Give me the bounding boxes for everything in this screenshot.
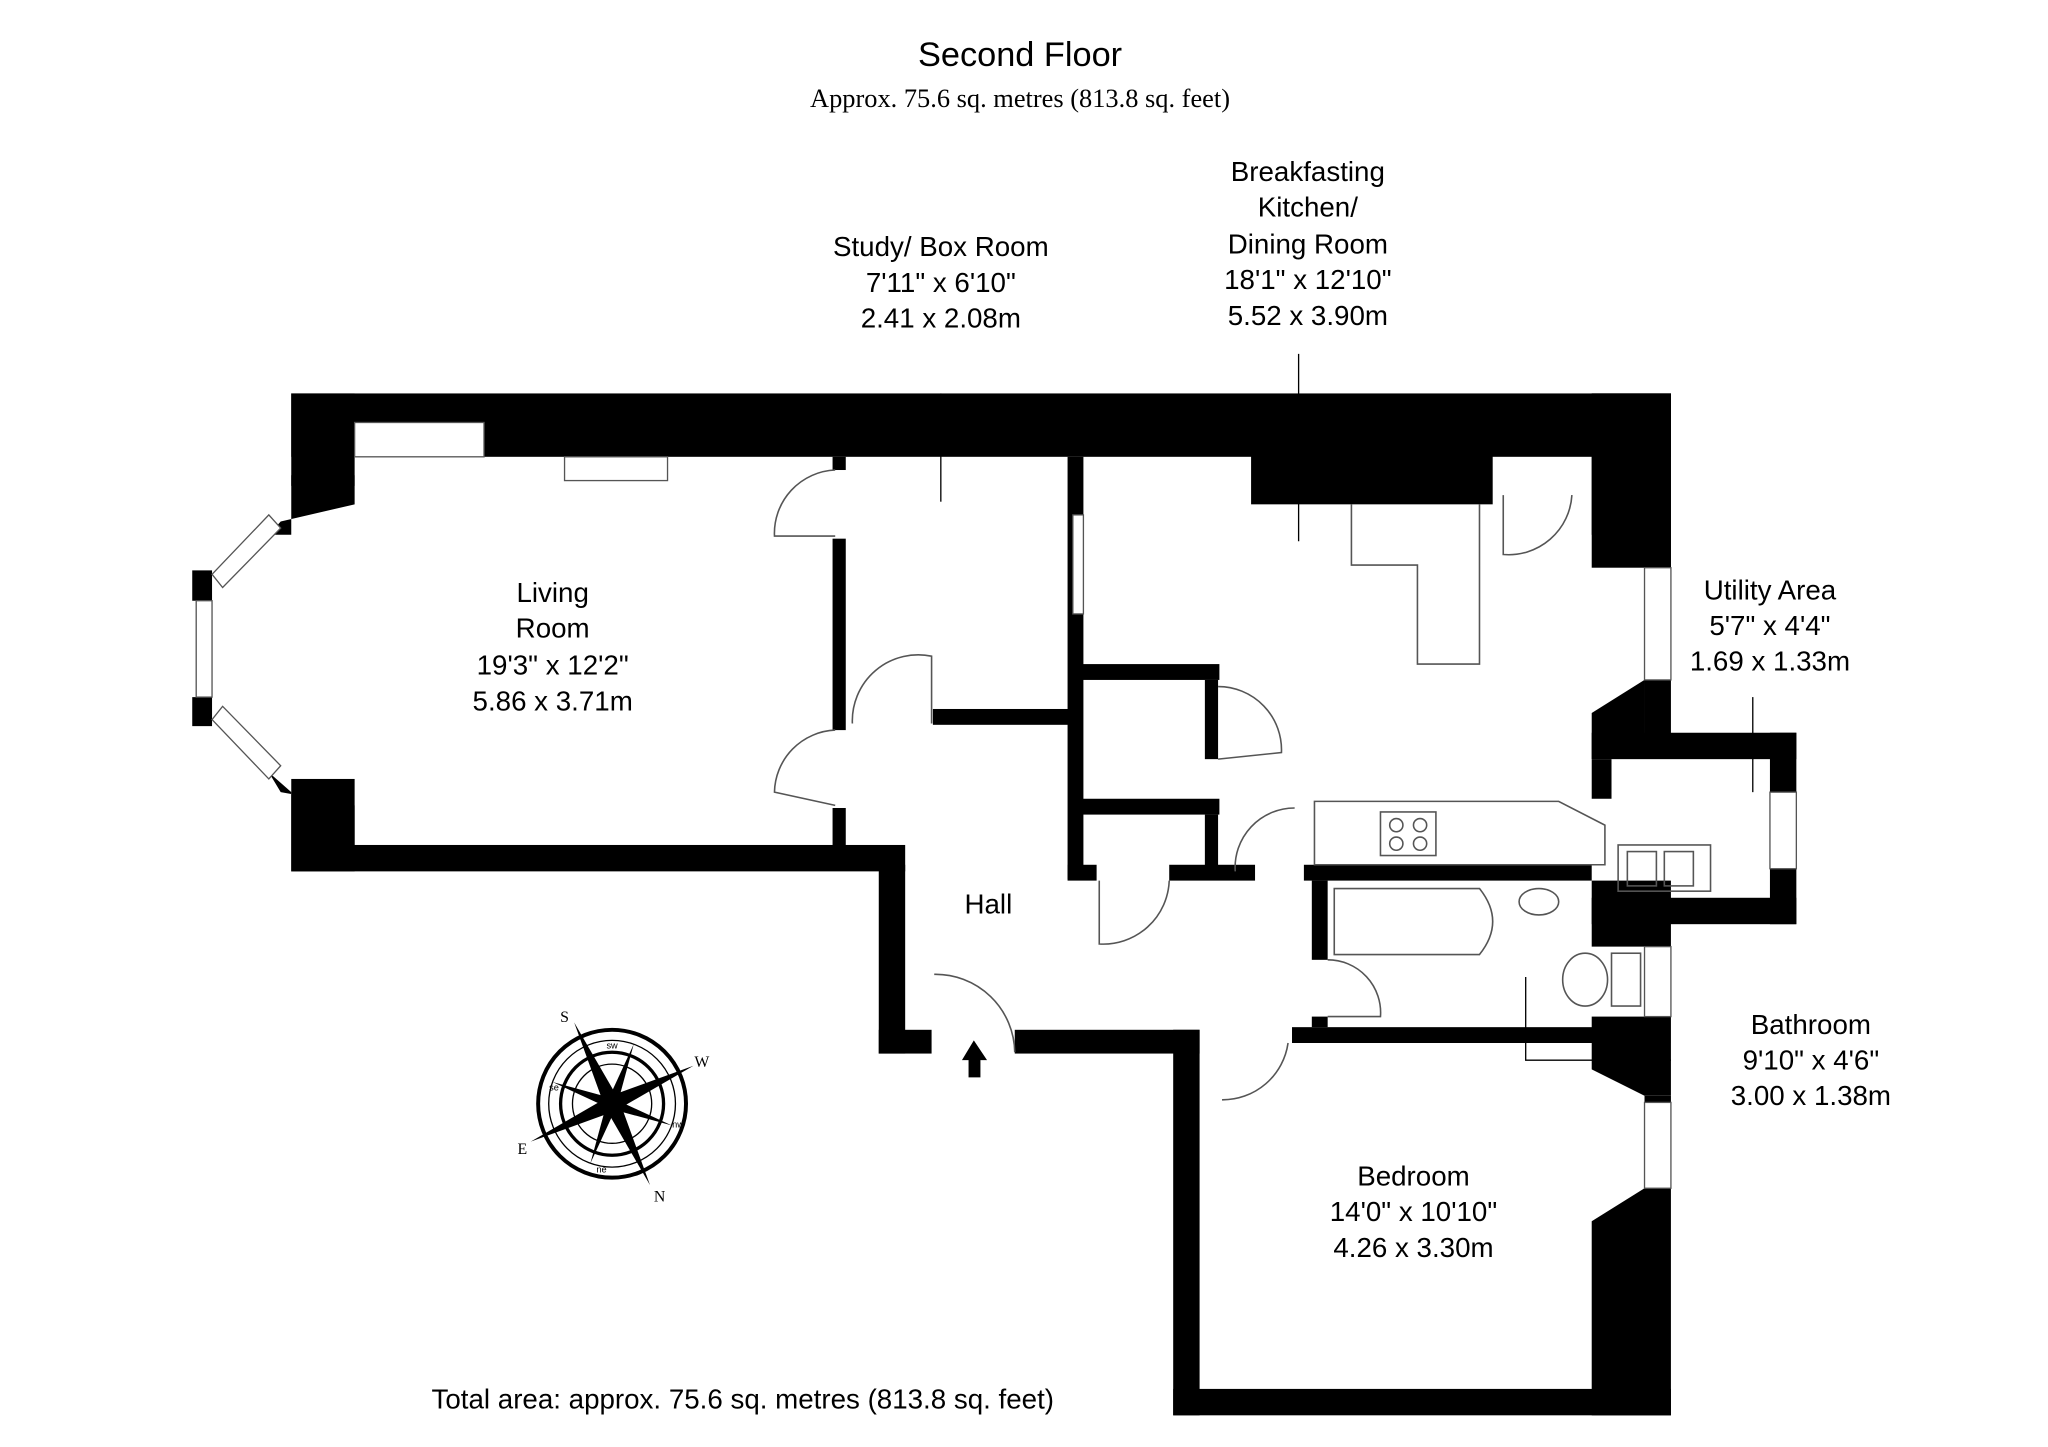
svg-text:5'7" x 4'4": 5'7" x 4'4" <box>1709 610 1830 641</box>
floor-area-subtitle: Approx. 75.6 sq. metres (813.8 sq. feet) <box>810 83 1230 113</box>
doors-and-fixtures <box>773 353 1754 1101</box>
svg-text:7'11" x 6'10": 7'11" x 6'10" <box>866 267 1016 298</box>
compass-s: S <box>560 1009 569 1026</box>
svg-text:1.69 x 1.33m: 1.69 x 1.33m <box>1690 646 1850 677</box>
room-bedroom: Bedroom 14'0" x 10'10" 4.26 x 3.30m <box>1330 1161 1497 1263</box>
svg-text:Living: Living <box>516 577 588 608</box>
svg-text:5.52 x 3.90m: 5.52 x 3.90m <box>1228 300 1388 331</box>
svg-text:Kitchen/: Kitchen/ <box>1258 192 1358 223</box>
svg-text:Bathroom: Bathroom <box>1751 1009 1871 1040</box>
svg-text:9'10" x 4'6": 9'10" x 4'6" <box>1743 1044 1880 1075</box>
compass-sw: sw <box>606 1040 618 1050</box>
svg-text:Utility Area: Utility Area <box>1704 574 1837 605</box>
svg-text:5.86 x 3.71m: 5.86 x 3.71m <box>473 685 633 716</box>
compass-rose-icon: S W E N sw se nw ne <box>517 1009 709 1206</box>
svg-text:Study/ Box Room: Study/ Box Room <box>833 231 1049 262</box>
svg-text:4.26 x 3.30m: 4.26 x 3.30m <box>1333 1232 1493 1263</box>
room-bathroom: Bathroom 9'10" x 4'6" 3.00 x 1.38m <box>1731 1009 1891 1111</box>
svg-text:Room: Room <box>516 613 590 644</box>
room-kitchen: Breakfasting Kitchen/ Dining Room 18'1" … <box>1224 156 1391 331</box>
compass-e: E <box>517 1141 527 1158</box>
svg-text:14'0" x 10'10": 14'0" x 10'10" <box>1330 1196 1497 1227</box>
svg-text:3.00 x 1.38m: 3.00 x 1.38m <box>1731 1080 1891 1111</box>
room-hall: Hall <box>964 889 1012 920</box>
svg-text:18'1" x 12'10": 18'1" x 12'10" <box>1224 264 1391 295</box>
walls <box>192 393 1797 1416</box>
compass-w: W <box>694 1054 709 1071</box>
room-living: Living Room 19'3" x 12'2" 5.86 x 3.71m <box>473 577 633 716</box>
svg-text:Bedroom: Bedroom <box>1357 1161 1469 1192</box>
svg-text:19'3" x 12'2": 19'3" x 12'2" <box>477 650 629 681</box>
svg-text:Breakfasting: Breakfasting <box>1231 156 1385 187</box>
compass-n: N <box>654 1188 666 1205</box>
floor-title: Second Floor <box>918 36 1122 74</box>
room-utility: Utility Area 5'7" x 4'4" 1.69 x 1.33m <box>1690 574 1850 676</box>
room-study: Study/ Box Room 7'11" x 6'10" 2.41 x 2.0… <box>833 231 1049 333</box>
compass-se: se <box>549 1083 559 1093</box>
total-area: Total area: approx. 75.6 sq. metres (813… <box>432 1384 1054 1415</box>
svg-text:Dining Room: Dining Room <box>1228 228 1388 259</box>
windows <box>195 421 1798 1189</box>
svg-text:2.41 x 2.08m: 2.41 x 2.08m <box>861 302 1021 333</box>
compass-ne: ne <box>596 1164 606 1174</box>
compass-nw: nw <box>672 1119 684 1129</box>
